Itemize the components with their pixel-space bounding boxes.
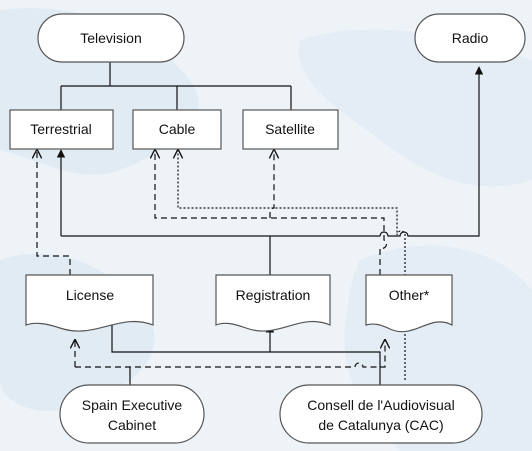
node-terrestrial: Terrestrial [9, 109, 114, 150]
arrow-other-cable-dashed [155, 150, 388, 275]
node-other: Other* [365, 274, 453, 333]
arrow-license-terrestrial-dashed [37, 150, 71, 275]
node-registration: Registration [215, 274, 331, 332]
node-license-label: License [66, 287, 114, 303]
node-cable-label: Cable [159, 121, 196, 137]
node-television-label: Television [80, 30, 141, 46]
node-spain-cabinet-line2: Cabinet [108, 417, 156, 433]
node-cac: Consell de l'Audiovisual de Catalunya (C… [279, 384, 483, 444]
node-cac-line1: Consell de l'Audiovisual [307, 397, 454, 413]
connectors [37, 62, 484, 385]
node-satellite: Satellite [242, 109, 339, 150]
node-spain-cabinet-line1: Spain Executive [82, 397, 183, 413]
node-terrestrial-label: Terrestrial [30, 121, 91, 137]
node-registration-label: Registration [236, 287, 311, 303]
node-satellite-label: Satellite [265, 121, 315, 137]
node-other-label: Other* [389, 287, 430, 303]
node-cable: Cable [132, 109, 222, 150]
node-cac-line2: de Catalunya (CAC) [318, 417, 443, 433]
connector-cac-dotted [178, 150, 406, 380]
connector-authority-bus [61, 66, 484, 237]
node-spain-executive-cabinet: Spain Executive Cabinet [59, 384, 205, 444]
connector-cabinet-dashed-bus [75, 340, 385, 368]
node-radio-label: Radio [452, 30, 489, 46]
node-license: License [25, 274, 154, 332]
arrow-cac-license-solid [107, 314, 381, 385]
node-radio: Radio [414, 13, 526, 63]
node-television: Television [37, 13, 185, 63]
